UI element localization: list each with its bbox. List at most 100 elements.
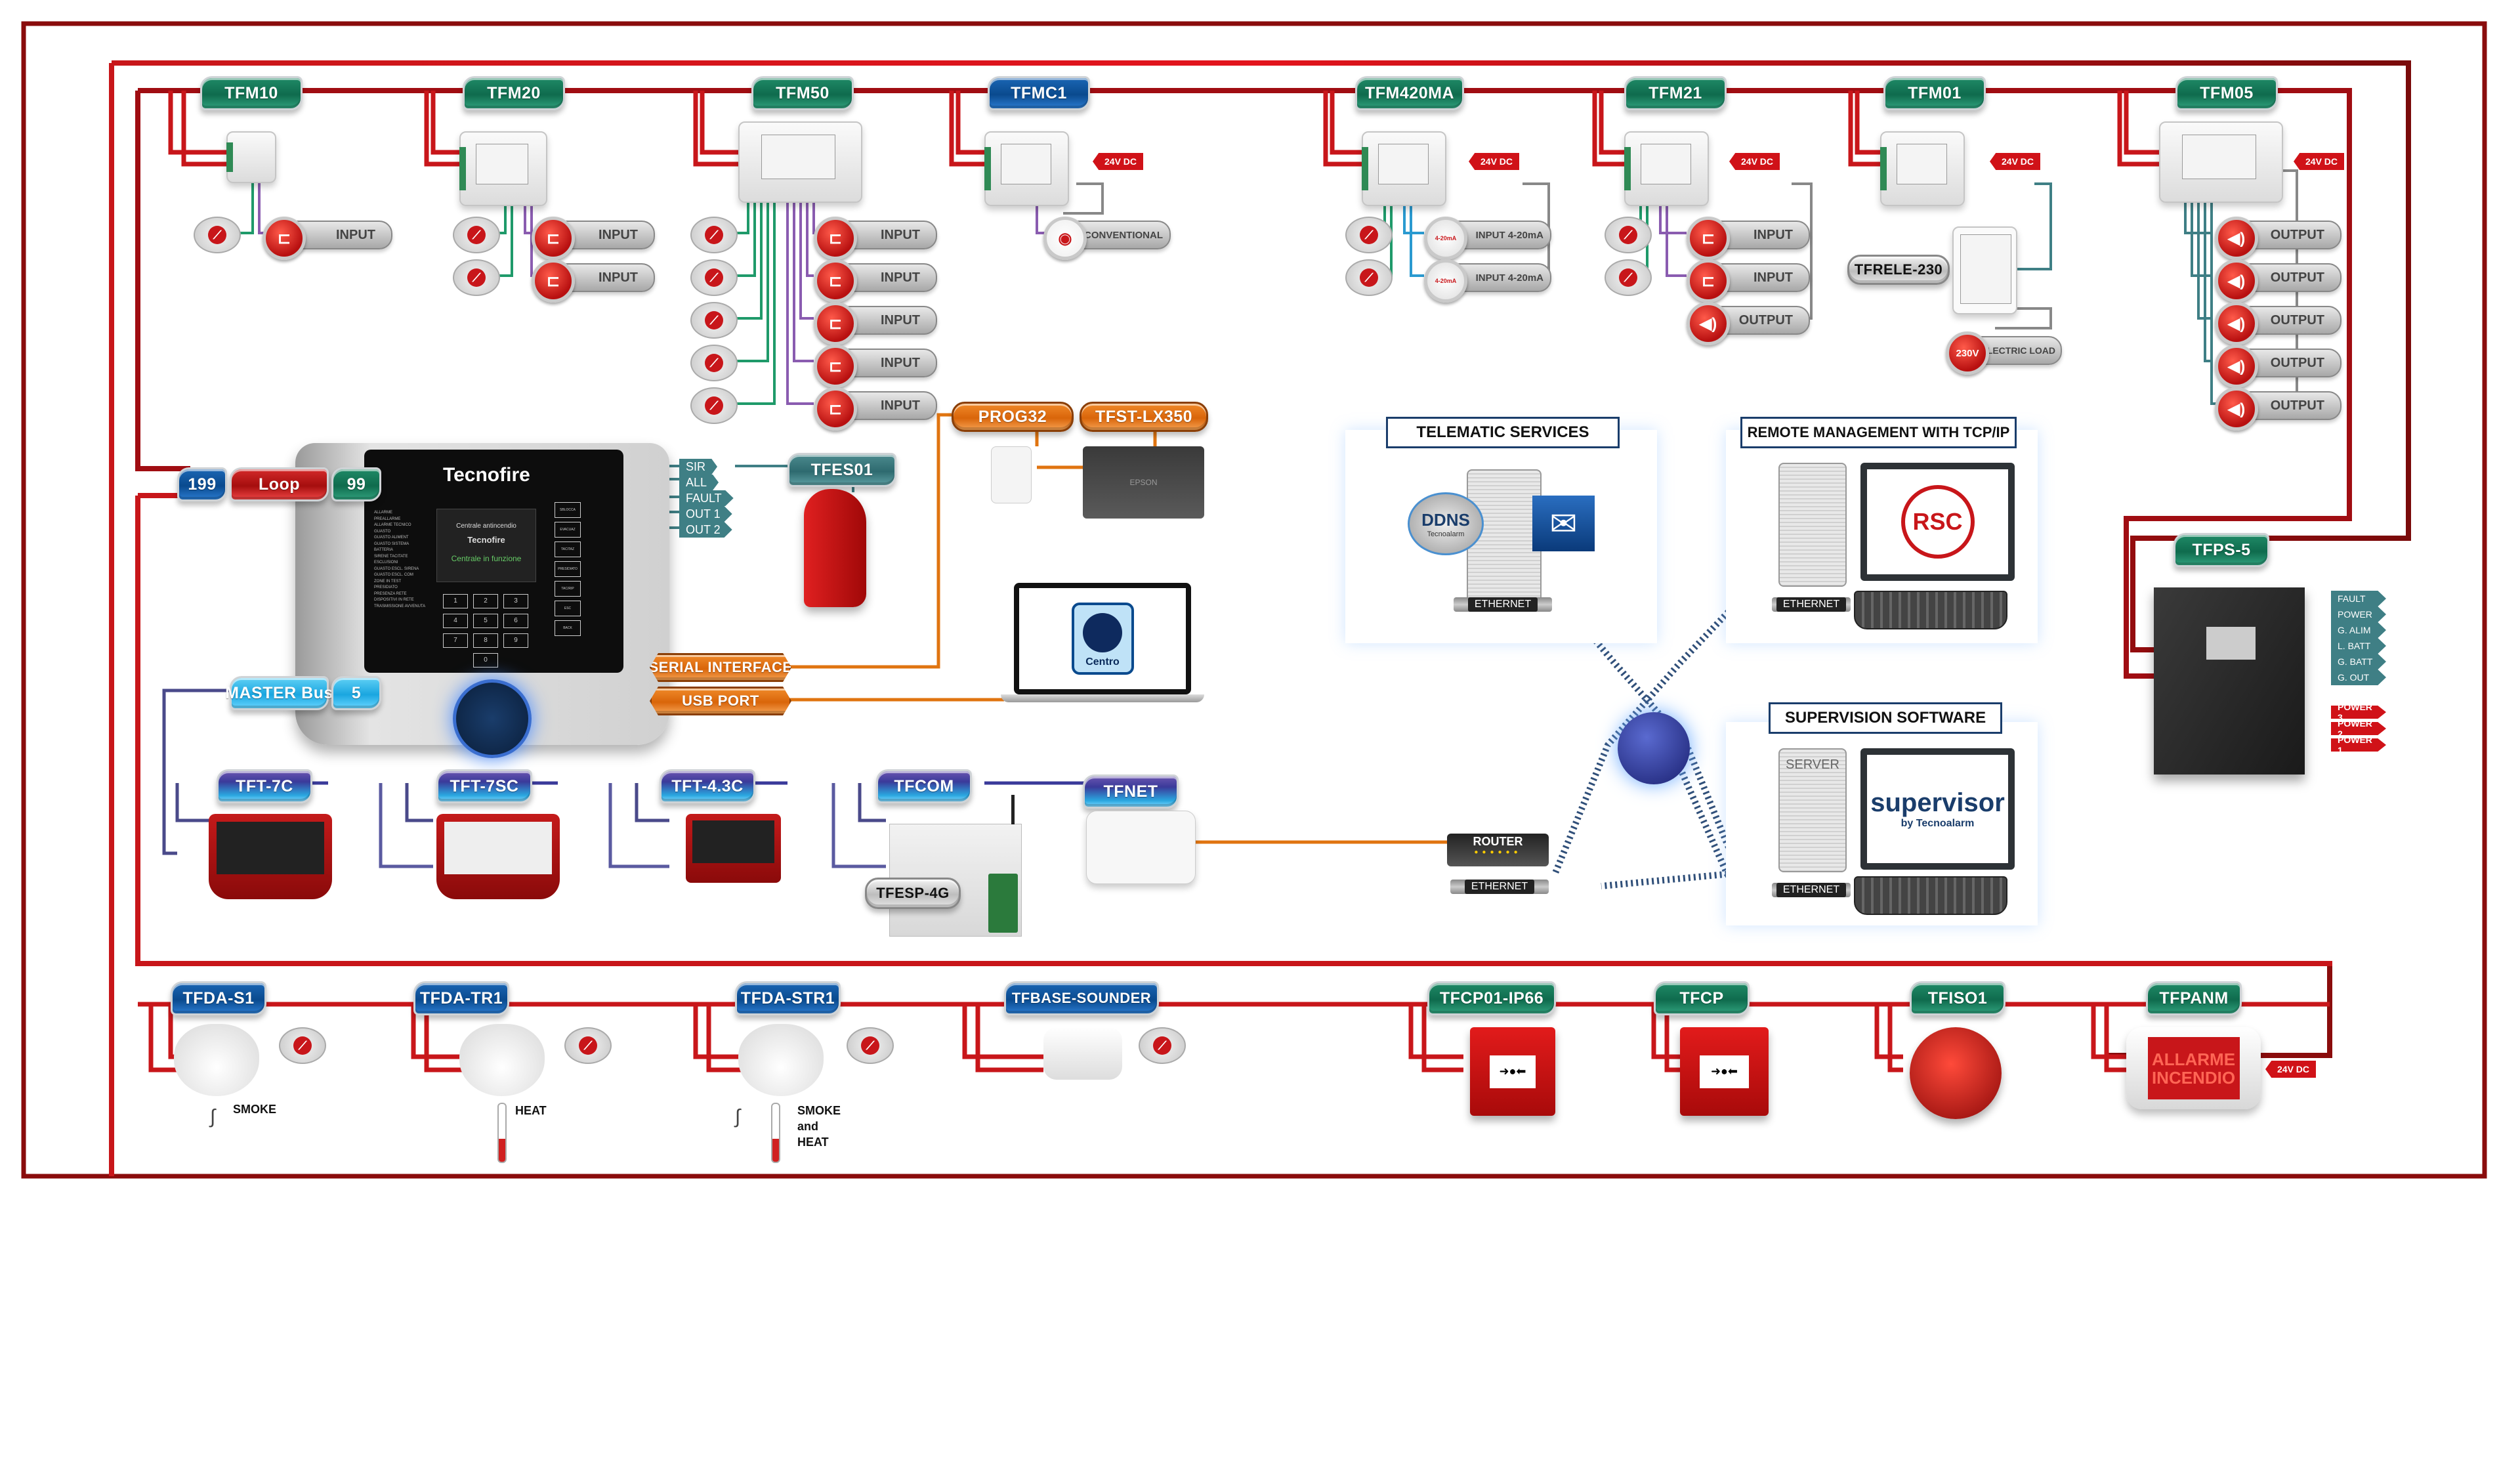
panel-led-indicator: TRASMISSIONE AVVENUTA	[374, 604, 426, 608]
server-label: SERVER	[1786, 757, 1839, 772]
panel-function-key[interactable]: EVACUAZ	[555, 522, 581, 538]
module-tag-tfm01[interactable]: TFM01	[1883, 76, 1986, 110]
detector-tag-tfda-s1[interactable]: TFDA-S1	[171, 981, 266, 1015]
keypad-key[interactable]: 8	[473, 633, 498, 648]
detector-tag-tfda-tr1[interactable]: TFDA-TR1	[413, 981, 509, 1015]
usb-port[interactable]: USB PORT	[650, 687, 791, 715]
bus-tag-tft-4-3c[interactable]: TFT-4.3C	[660, 769, 755, 803]
programmer-prog32[interactable]	[991, 446, 1032, 503]
detector-tag-tfda-str1[interactable]: TFDA-STR1	[735, 981, 841, 1015]
keypad-key[interactable]: 0	[473, 653, 498, 668]
module-tag-tfm21[interactable]: TFM21	[1624, 76, 1727, 110]
keypad-key[interactable]: 7	[443, 633, 468, 648]
module-tfm20[interactable]	[459, 131, 547, 206]
peripheral-tag-tfst-lx350[interactable]: TFST-LX350	[1080, 402, 1208, 432]
input-contact-icon: ⊏	[814, 387, 857, 431]
keypad-key[interactable]: 5	[473, 614, 498, 628]
bus-tag-tft-7sc[interactable]: TFT-7SC	[436, 769, 532, 803]
relay-tfrele-230[interactable]	[1952, 226, 2017, 314]
heat-detector-tfda-tr1[interactable]	[459, 1024, 545, 1096]
detector-tag-tfiso1[interactable]: TFISO1	[1910, 981, 2006, 1015]
isolator-beacon-tfiso1[interactable]	[1910, 1027, 2002, 1119]
module-tag-tfm420ma[interactable]: TFM420MA	[1355, 76, 1464, 110]
module-tag-tfmc1[interactable]: TFMC1	[988, 76, 1090, 110]
module-tag-tfesp-4g[interactable]: TFESP-4G	[865, 878, 961, 909]
keypad-key[interactable]: 3	[503, 594, 528, 608]
module-tfm420ma[interactable]	[1362, 131, 1446, 206]
panel-logo-button[interactable]	[453, 679, 532, 758]
keypad-key[interactable]: 6	[503, 614, 528, 628]
psu-signal-g-out: G. OUT	[2331, 669, 2386, 685]
smoke-detector-tfda-s1[interactable]	[174, 1024, 259, 1096]
loop-label: Loop	[230, 467, 329, 501]
relay-label	[1960, 234, 2011, 305]
rsc-app-logo[interactable]: RSC	[1900, 485, 1975, 559]
panel-function-key[interactable]: ESC	[555, 601, 581, 616]
detector-tag-tfpanm[interactable]: TFPANM	[2146, 981, 2242, 1015]
module-tfmc1[interactable]	[984, 131, 1069, 206]
sense-label-heat: HEAT	[515, 1104, 547, 1117]
panel-function-key[interactable]: PRESIDIATO	[555, 561, 581, 577]
siren-tag-tfes01[interactable]: TFES01	[788, 453, 896, 487]
centro-app-icon[interactable]: Centro	[1071, 603, 1134, 675]
panel-function-key[interactable]: TAC/RIP SIRENE	[555, 581, 581, 597]
bus-tag-tfnet[interactable]: TFNET	[1083, 775, 1179, 809]
touch-terminal-tft-7c[interactable]	[209, 814, 332, 899]
panel-function-key[interactable]: SBLOCCA	[555, 502, 581, 518]
peripheral-tag-prog32[interactable]: PROG32	[952, 402, 1074, 432]
panel-function-key[interactable]: BACK	[555, 620, 581, 636]
module-tag-tfm50[interactable]: TFM50	[751, 76, 854, 110]
module-tfm21[interactable]	[1624, 131, 1709, 206]
bus-tag-tfcom[interactable]: TFCOM	[876, 769, 972, 803]
ethernet-connector: ETHERNET	[1772, 883, 1851, 897]
ethernet-label: ETHERNET	[1464, 880, 1535, 894]
module-tfm50[interactable]	[738, 121, 862, 203]
ddns-service-icon[interactable]: DDNS Tecnoalarm	[1408, 492, 1484, 555]
detector-tag-tfcp[interactable]: TFCP	[1654, 981, 1750, 1015]
sounder-base-tfbase-sounder[interactable]	[1043, 1027, 1122, 1080]
detector-tag-tfcp01-ip66[interactable]: TFCP01-IP66	[1427, 981, 1556, 1015]
gauge-icon: 4-20mA	[1424, 217, 1467, 260]
module-tfm01[interactable]	[1880, 131, 1965, 206]
laptop[interactable]: Centro	[1014, 583, 1191, 694]
detector-tag-tfbase-sounder[interactable]: TFBASE-SOUNDER	[1004, 981, 1159, 1015]
power-tag-tfmc1: 24V DC	[1093, 153, 1144, 170]
keypad-key[interactable]: 4	[443, 614, 468, 628]
terminal-screen	[444, 822, 552, 874]
touch-terminal-tft-7sc[interactable]	[436, 814, 560, 899]
supervisor-app-logo[interactable]: supervisor	[1870, 788, 2005, 817]
terminal-block	[1362, 147, 1368, 190]
multi-detector-tfda-str1[interactable]	[738, 1024, 824, 1096]
module-tfm05[interactable]	[2159, 121, 2283, 203]
pc-tower[interactable]	[1778, 463, 1847, 587]
network-interface-tfnet[interactable]	[1086, 811, 1196, 884]
email-icon[interactable]: ✉	[1532, 496, 1595, 551]
panel-led-indicator: ESCLUSIONI	[374, 561, 398, 564]
detector-base-icon: ⟋	[1139, 1027, 1186, 1064]
keypad-key[interactable]: 9	[503, 633, 528, 648]
monitor[interactable]: RSC	[1860, 463, 2015, 581]
module-tfm10[interactable]	[226, 131, 276, 183]
power-supply-tag-tfps-5[interactable]: TFPS-5	[2174, 533, 2269, 567]
power-supply-tfps-5[interactable]	[2154, 587, 2305, 775]
printer-tfst-lx350[interactable]: EPSON	[1083, 446, 1204, 519]
relay-tag-tfrele-230[interactable]: TFRELE-230	[1847, 255, 1950, 285]
module-tag-tfm20[interactable]: TFM20	[463, 76, 565, 110]
panel-function-key[interactable]: TACITAZ	[555, 541, 581, 557]
siren-tfes01[interactable]	[804, 489, 866, 607]
power-tag-tfm01: 24V DC	[1990, 153, 2041, 170]
manual-call-point-tfcp[interactable]: ➜●⬅	[1680, 1027, 1769, 1116]
manual-call-point-tfcp01-ip66[interactable]: ➜●⬅	[1470, 1027, 1555, 1116]
serial-interface-port[interactable]: SERIAL INTERFACE	[650, 653, 791, 682]
module-tag-tfm10[interactable]: TFM10	[200, 76, 303, 110]
touch-terminal-tft-4-3c[interactable]	[686, 814, 781, 883]
panel-output-fault: FAULT	[679, 490, 734, 506]
module-tag-tfm05[interactable]: TFM05	[2175, 76, 2278, 110]
keypad-key[interactable]: 2	[473, 594, 498, 608]
router[interactable]: ROUTER●●●●●●	[1447, 834, 1549, 866]
server-tower[interactable]: SERVER	[1778, 748, 1847, 872]
keypad-key[interactable]: 1	[443, 594, 468, 608]
bus-tag-tft-7c[interactable]: TFT-7C	[217, 769, 312, 803]
alarm-panel-tfpanm[interactable]: ALLARME INCENDIO	[2126, 1027, 2261, 1109]
